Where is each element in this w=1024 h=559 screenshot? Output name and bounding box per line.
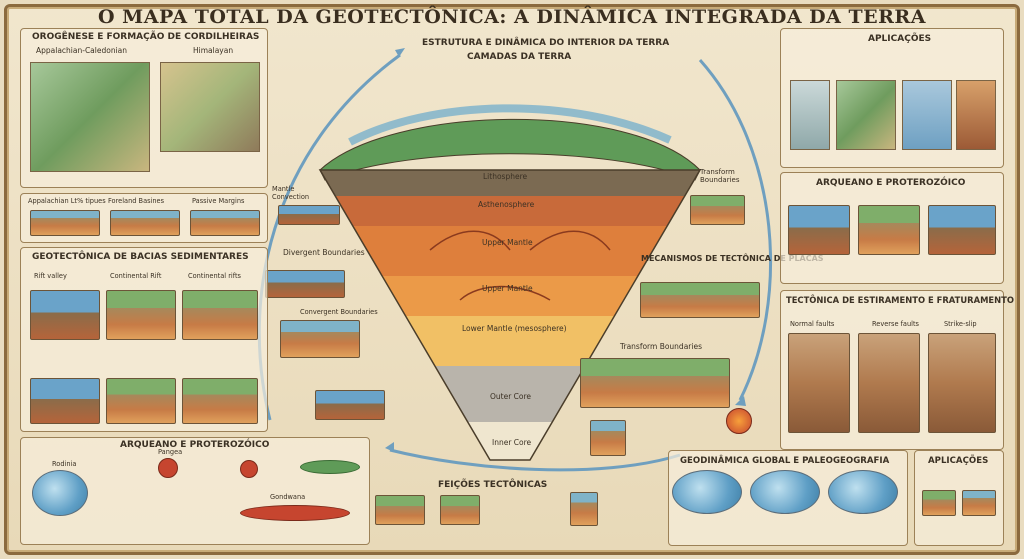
layer-upper-mantle-1: Upper Mantle bbox=[482, 238, 533, 247]
himalayan-map bbox=[160, 62, 260, 152]
orogenese-label-b: Himalayan bbox=[193, 46, 234, 55]
hotspot-icon bbox=[726, 408, 752, 434]
earth-cross-section bbox=[318, 104, 702, 461]
aplicacoes-bottom-title: APLICAÇÕES bbox=[928, 456, 989, 466]
orogenese-label-a: Appalachian-Caledonian bbox=[36, 46, 128, 55]
gondwana-label: Gondwana bbox=[270, 493, 306, 501]
strip-label-2: Foreland Basines bbox=[108, 197, 165, 205]
layer-outer-core: Outer Core bbox=[490, 392, 532, 401]
mantle-convection-block bbox=[278, 205, 340, 225]
convergent-label: Convergent Boundaries bbox=[300, 308, 378, 316]
center-subtitle: CAMADAS DA TERRA bbox=[467, 52, 572, 62]
bacias-block-5 bbox=[106, 378, 176, 424]
pangea-label: Pangea bbox=[158, 448, 183, 456]
aplicacoes-bottom-block-1 bbox=[922, 490, 956, 516]
rodinia-label: Rodinia bbox=[52, 460, 77, 468]
paleo-globe-2 bbox=[750, 470, 820, 514]
gondwana-icon bbox=[240, 505, 350, 521]
rodinia-globe bbox=[32, 470, 88, 516]
aplicacoes-map-4 bbox=[956, 80, 996, 150]
arqueano-bottom-title: ARQUEANO E PROTEROZÓICO bbox=[120, 440, 270, 450]
strip-label-3: Passive Margins bbox=[192, 197, 245, 205]
aplicacoes-map-2 bbox=[836, 80, 896, 150]
strip-block-1 bbox=[30, 210, 100, 236]
aplicacoes-bottom-block-2 bbox=[962, 490, 996, 516]
geodinamica-title: GEODINÂMICA GLOBAL E PALEOGEOGRAFIA bbox=[680, 456, 890, 466]
layer-lower-mantle: Lower Mantle (mesosphere) bbox=[462, 324, 567, 333]
convergent-block bbox=[280, 320, 360, 358]
divergent-label: Divergent Boundaries bbox=[283, 248, 365, 257]
mecanismos-block bbox=[640, 282, 760, 318]
aplicacoes-map-1 bbox=[790, 80, 830, 150]
bacias-block-1 bbox=[30, 290, 100, 340]
bacias-block-6 bbox=[182, 378, 258, 424]
appalachian-map bbox=[30, 62, 150, 172]
arqueano-right-block-3 bbox=[928, 205, 996, 255]
arqueano-right-block-1 bbox=[788, 205, 850, 255]
mantle-convection-label: Mantle Convection bbox=[272, 185, 310, 201]
bacias-block-4 bbox=[30, 378, 100, 424]
bacias-label-1: Rift valley bbox=[34, 272, 67, 280]
craton-icon-2 bbox=[300, 460, 360, 474]
center-title: ESTRUTURA E DINÂMICA DO INTERIOR DA TERR… bbox=[422, 38, 670, 48]
feicoes-title: FEIÇÕES TECTÔNICAS bbox=[438, 480, 548, 490]
craton-icon-1 bbox=[240, 460, 258, 478]
orogenese-title: OROGÊNESE E FORMAÇÃO DE CORDILHEIRAS bbox=[32, 32, 260, 42]
layer-upper-mantle-2: Upper Mantle bbox=[482, 284, 533, 293]
aplicacoes-map-3 bbox=[902, 80, 952, 150]
bacias-block-2 bbox=[106, 290, 176, 340]
strip-label-1: Appalachian Lt% tipues bbox=[28, 197, 106, 205]
estiramento-block-3 bbox=[928, 333, 996, 433]
poster-title: O MAPA TOTAL DA GEOTECTÔNICA: A DINÂMICA… bbox=[98, 6, 926, 28]
subduction-block bbox=[315, 390, 385, 420]
paleo-globe-1 bbox=[672, 470, 742, 514]
transform-block bbox=[580, 358, 730, 408]
estiramento-title: TECTÔNICA DE ESTIRAMENTO E FRATURAMENTO bbox=[786, 295, 1014, 305]
transform-label: Transform Boundaries bbox=[620, 342, 702, 351]
estiramento-block-1 bbox=[788, 333, 850, 433]
estiramento-block-2 bbox=[858, 333, 920, 433]
estiramento-label-1: Normal faults bbox=[790, 320, 835, 328]
aplicacoes-top-title: APLICAÇÕES bbox=[868, 34, 932, 44]
pangea-icon bbox=[158, 458, 178, 478]
feicoes-block-2 bbox=[440, 495, 480, 525]
layer-lithosphere: Lithosphere bbox=[483, 172, 528, 181]
feicoes-block-1 bbox=[375, 495, 425, 525]
estiramento-label-2: Reverse faults bbox=[872, 320, 919, 328]
bacias-label-2: Continental Rift bbox=[110, 272, 162, 280]
strip-block-2 bbox=[110, 210, 180, 236]
volcano-block bbox=[590, 420, 626, 456]
transform-block-right bbox=[690, 195, 745, 225]
transform-label-right: Transform Boundaries bbox=[700, 168, 740, 184]
bacias-label-3: Continental rifts bbox=[188, 272, 241, 280]
bacias-block-3 bbox=[182, 290, 258, 340]
bacias-title: GEOTECTÔNICA DE BACIAS SEDIMENTARES bbox=[32, 252, 249, 262]
arqueano-right-block-2 bbox=[858, 205, 920, 255]
layer-inner-core: Inner Core bbox=[492, 438, 532, 447]
layer-asthenosphere: Asthenosphere bbox=[478, 200, 535, 209]
paleo-globe-3 bbox=[828, 470, 898, 514]
estiramento-label-3: Strike-slip bbox=[944, 320, 977, 328]
divergent-block bbox=[265, 270, 345, 298]
strip-block-3 bbox=[190, 210, 260, 236]
mecanismos-title: MECANISMOS DE TECTÔNICA DE PLACAS bbox=[641, 254, 824, 263]
feicoes-block-3 bbox=[570, 492, 598, 526]
arqueano-right-title: ARQUEANO E PROTEROZÓICO bbox=[816, 178, 966, 188]
